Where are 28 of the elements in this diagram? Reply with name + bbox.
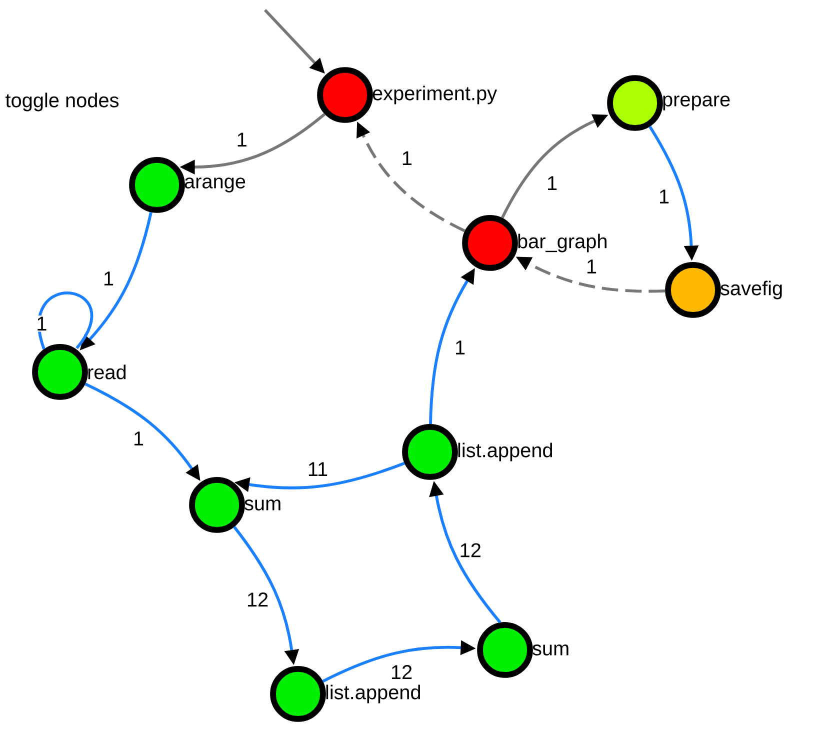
edge-label: 12 [245, 591, 270, 608]
edge-label: 12 [389, 664, 414, 680]
graph-node: prepare [607, 75, 730, 131]
node-label: list.append [458, 442, 552, 462]
node-label: list.append [326, 684, 420, 704]
graph-node: arange [129, 157, 246, 213]
graph-node: experiment.py [317, 67, 498, 123]
node-label: savefig [720, 280, 782, 300]
node-label: arange [184, 178, 246, 192]
edge-label: 1 [34, 316, 48, 332]
edge-label: 1 [235, 132, 249, 148]
graph-node: read [32, 344, 126, 400]
edge-label: 11 [306, 461, 330, 478]
node-label: read [88, 364, 126, 380]
node-label: experiment.py [372, 86, 498, 104]
caption-text: toggle nodes [6, 92, 119, 112]
node-label: bar_graph [518, 234, 606, 252]
edge-label: 1 [132, 430, 146, 446]
edge-label: 1 [545, 175, 559, 192]
graph-node: savefig [665, 262, 782, 318]
edge-label: 1 [584, 258, 598, 274]
edge-label: 1 [657, 188, 671, 205]
graph-node: list.append [402, 424, 552, 480]
edge-label: 1 [102, 270, 116, 287]
edge-label: 1 [453, 339, 467, 356]
node-label: prepare [663, 96, 730, 110]
edge-label: 12 [458, 542, 483, 558]
edge-label: 1 [400, 150, 414, 166]
